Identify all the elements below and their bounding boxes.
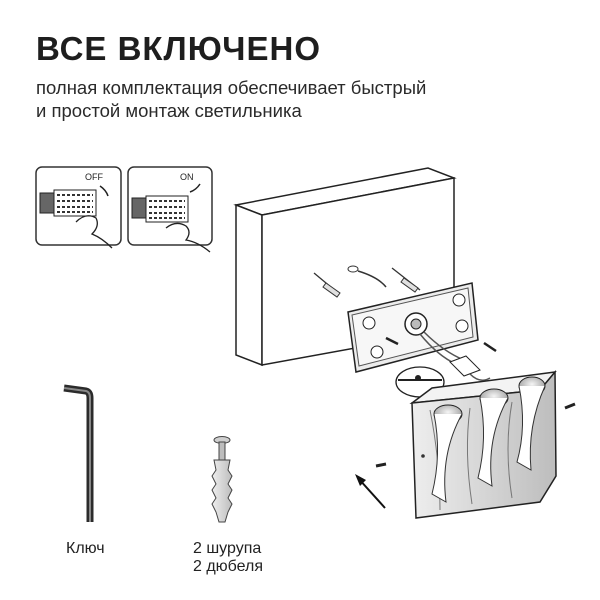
switch-panel-off: OFF: [35, 166, 122, 249]
mounting-screws: [313, 265, 421, 298]
switch-panel-on: ON: [127, 166, 213, 253]
page-title: ВСЕ ВКЛЮЧЕНО: [36, 30, 322, 67]
hex-key-icon: [63, 384, 94, 522]
page-subtitle: полная комплектация обеспечивает быстрый…: [36, 76, 576, 122]
set-screw-right: [564, 402, 576, 410]
screws-caption-line-1: 2 шурупа: [193, 540, 262, 557]
lamp-fixture: [409, 369, 557, 519]
subtitle-line-2: и простой монтаж светильника: [36, 100, 302, 121]
terminal-block-icon: [145, 195, 189, 223]
screw-dowel-icon: [211, 436, 233, 523]
terminal-block-icon: [53, 189, 97, 217]
subtitle-line-1: полная комплектация обеспечивает быстрый: [36, 77, 427, 98]
screws-caption: 2 шурупа 2 дюбеля: [193, 540, 263, 576]
arrow-icon: [189, 183, 201, 193]
hand-icon: [75, 215, 113, 249]
lamp-cap-1: [431, 404, 463, 503]
hand-icon: [165, 222, 211, 253]
mounting-plate: [347, 282, 497, 373]
lamp-cap-2: [477, 388, 509, 487]
on-label: ON: [180, 172, 194, 182]
off-label: OFF: [85, 172, 103, 182]
direction-arrow-icon: [355, 474, 386, 509]
screws-caption-line-2: 2 дюбеля: [193, 558, 264, 575]
arrow-icon: [99, 185, 109, 197]
set-screw-left: [375, 462, 387, 468]
wire-connector: [449, 355, 481, 377]
lamp-cap-3: [516, 376, 546, 471]
key-caption: Ключ: [66, 540, 105, 557]
